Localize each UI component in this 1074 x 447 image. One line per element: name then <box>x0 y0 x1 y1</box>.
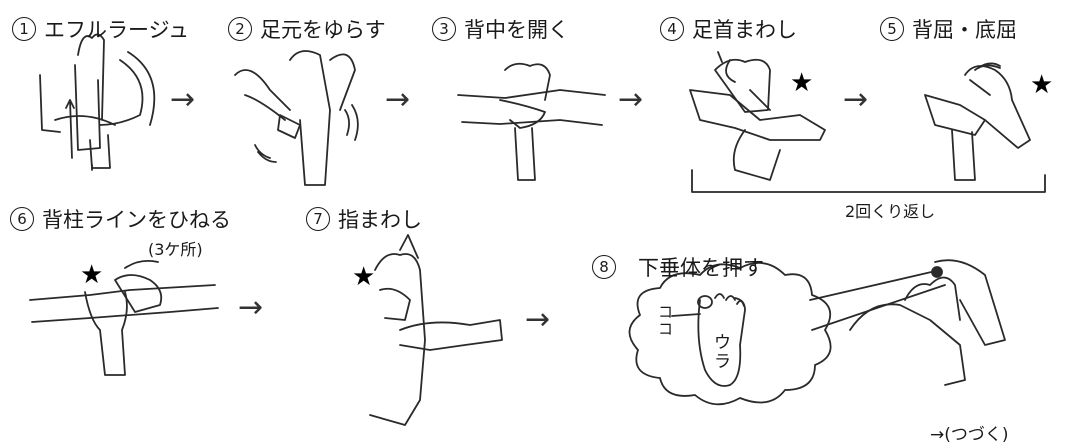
step6-title: 背柱ラインをひねる <box>42 208 231 232</box>
step5-title: 背屈・底屈 <box>912 18 1017 42</box>
step8-title: 下垂体を押す <box>638 256 764 280</box>
step7-label: 7 指まわし <box>306 204 422 234</box>
step3-number: 3 <box>432 17 456 41</box>
step2-illustration <box>234 50 359 186</box>
arrow-step1-to-2: → <box>170 82 196 117</box>
repeat-bracket <box>691 169 1046 193</box>
star-icon: ★ <box>790 68 814 98</box>
step5-label: 5 背屈・底屈 <box>880 14 1017 44</box>
step2-label: 2 足元をゆらす <box>228 14 386 44</box>
step6-illustration <box>29 259 219 376</box>
step5-number: 5 <box>880 17 904 41</box>
step4-number: 4 <box>660 17 684 41</box>
step1-label: 1 エフルラージュ <box>12 14 189 44</box>
arrow-step2-to-3: → <box>385 82 411 117</box>
arrow-step4-to-5: → <box>843 82 869 117</box>
arrow-step3-to-4: → <box>618 82 644 117</box>
repeat-note: 2回くり返し <box>845 202 936 221</box>
step5-illustration <box>924 62 1031 181</box>
step7-title: 指まわし <box>338 208 422 232</box>
step3-illustration <box>457 62 606 181</box>
locations-note: (3ケ所) <box>148 240 203 259</box>
step1-number: 1 <box>12 17 36 41</box>
step1-illustration <box>39 33 156 171</box>
star-icon: ★ <box>80 260 104 290</box>
step3-title: 背中を開く <box>464 18 569 42</box>
step4-illustration <box>689 51 826 181</box>
step2-title: 足元をゆらす <box>260 18 386 42</box>
star-icon: ★ <box>352 262 376 292</box>
step4-title: 足首まわし <box>692 18 797 42</box>
step1-title: エフルラージュ <box>44 18 190 42</box>
here-note: ココ <box>658 303 674 338</box>
step7-illustration <box>369 234 503 426</box>
step3-label: 3 背中を開く <box>432 14 569 44</box>
step4-label: 4 足首まわし <box>660 14 797 44</box>
step6-number: 6 <box>10 207 34 231</box>
step8-number: 8 <box>592 255 616 279</box>
step2-number: 2 <box>228 17 252 41</box>
arrow-step6-to-7: → <box>238 290 264 325</box>
step7-number: 7 <box>306 207 330 231</box>
step6-label: 6 背柱ラインをひねる <box>10 204 231 234</box>
step8-cloud <box>628 261 946 406</box>
arrow-step7-to-8: → <box>525 302 551 337</box>
sole-note: ウラ <box>714 333 731 372</box>
star-icon: ★ <box>1030 70 1054 100</box>
step8-label: 8 下垂体を押す <box>592 252 764 282</box>
continued-note: →(つづく) <box>930 425 1009 445</box>
step8-hand-illustration <box>849 259 1006 386</box>
